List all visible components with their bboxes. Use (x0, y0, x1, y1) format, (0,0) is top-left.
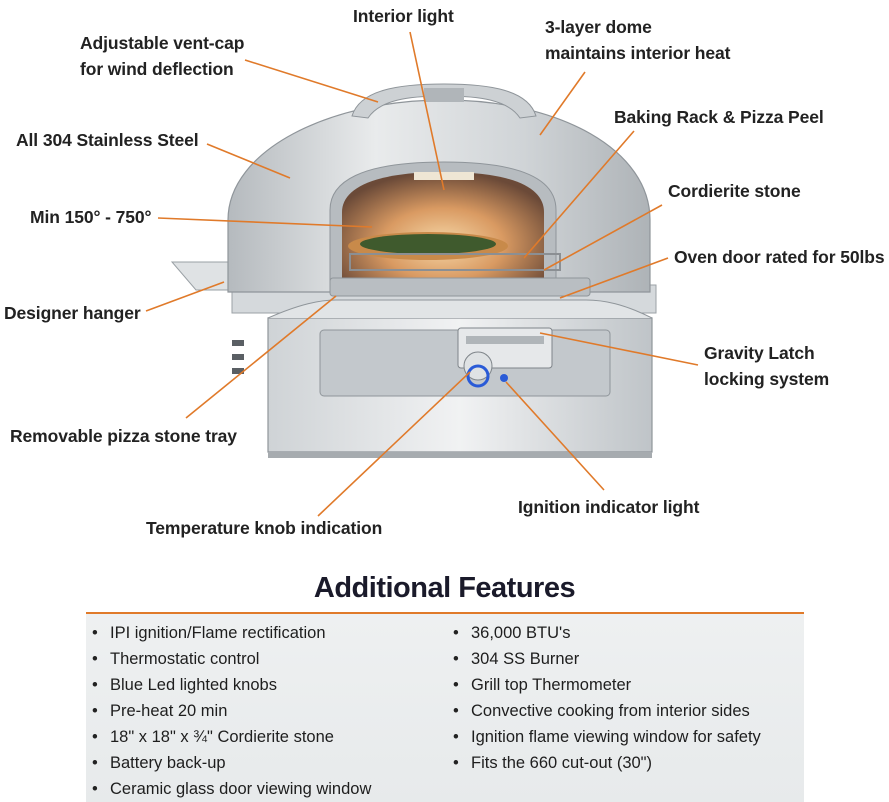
leader-ignition-light (505, 381, 605, 491)
feature-item: 18" x 18" x ¾" Cordierite stone (90, 724, 371, 750)
callout-cordierite-stone: Cordierite stone (668, 181, 801, 201)
callout-interior-light: Interior light (353, 6, 454, 26)
ignition-indicator (500, 374, 508, 382)
feature-item: 36,000 BTU's (451, 620, 761, 646)
leader-stainless (206, 143, 291, 179)
interior-light-fixture (414, 172, 474, 180)
leader-temperature (157, 217, 373, 228)
feature-item: Ceramic glass door viewing window (90, 776, 371, 802)
callout-temperature-knob: Temperature knob indication (146, 518, 383, 538)
leader-interior-light (409, 31, 445, 191)
leader-stone-tray (185, 295, 337, 419)
feature-item: Thermostatic control (90, 646, 371, 672)
leader-vent-cap (244, 59, 379, 103)
leader-baking-rack (523, 130, 635, 259)
callout-oven-door: Oven door rated for 50lbs (674, 247, 885, 267)
feature-item: Ignition flame viewing window for safety (451, 724, 761, 750)
callout-vent-cap: Adjustable vent-cap for wind deflection (80, 33, 245, 79)
leader-gravity-latch (539, 332, 699, 366)
leader-temperature-knob (317, 371, 471, 517)
features-title: Additional Features (313, 572, 576, 604)
oven-interior (342, 172, 544, 292)
leader-dome (539, 71, 586, 136)
leader-lines (145, 31, 699, 517)
callout-baking-rack: Baking Rack & Pizza Peel (614, 107, 824, 127)
callout-three-layer-dome: 3-layer dome maintains interior heat (545, 17, 731, 63)
pizza-oven-illustration (145, 31, 699, 517)
callout-stainless-steel: All 304 Stainless Steel (16, 130, 199, 150)
leader-hanger (145, 281, 225, 312)
callout-gravity-latch: Gravity Latch locking system (704, 343, 830, 389)
leader-oven-door (559, 257, 669, 299)
feature-item: IPI ignition/Flame rectification (90, 620, 371, 646)
leader-cordierite (543, 204, 663, 271)
feature-item: Fits the 660 cut-out (30") (451, 750, 761, 776)
features-panel: IPI ignition/Flame rectification Thermos… (86, 612, 804, 802)
callout-stone-tray: Removable pizza stone tray (10, 426, 237, 446)
feature-item: Battery back-up (90, 750, 371, 776)
features-right-column: 36,000 BTU's 304 SS Burner Grill top The… (451, 620, 761, 776)
callout-ignition-light: Ignition indicator light (518, 497, 700, 517)
feature-item: 304 SS Burner (451, 646, 761, 672)
feature-item: Grill top Thermometer (451, 672, 761, 698)
side-vents (232, 340, 244, 374)
vent-cap (351, 83, 537, 119)
features-left-column: IPI ignition/Flame rectification Thermos… (90, 620, 371, 802)
feature-item: Blue Led lighted knobs (90, 672, 371, 698)
pizza-stone-tray (329, 277, 591, 297)
callout-temperature-range: Min 150° - 750° (30, 207, 152, 227)
callout-designer-hanger: Designer hanger (4, 303, 141, 323)
feature-item: Convective cooking from interior sides (451, 698, 761, 724)
feature-item: Pre-heat 20 min (90, 698, 371, 724)
